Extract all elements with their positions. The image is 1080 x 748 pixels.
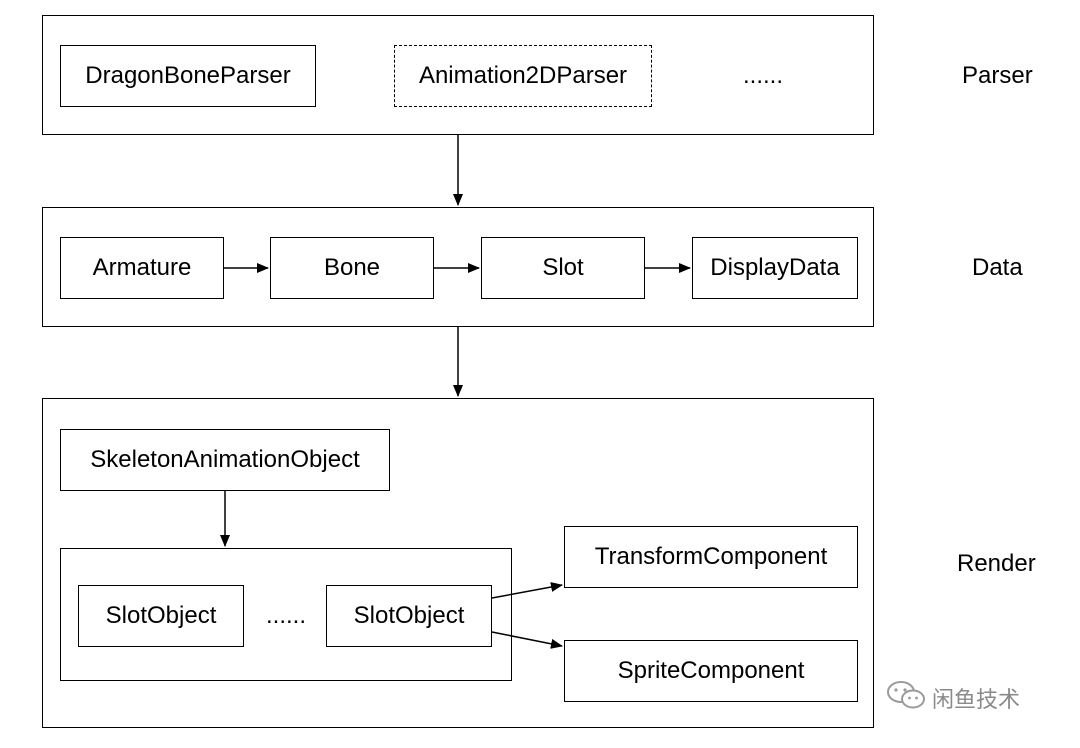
transform-component-box: TransformComponent [564,526,858,588]
dragon-bone-parser-box: DragonBoneParser [60,45,316,107]
render-layer-label: Render [957,550,1036,577]
watermark-text: 闲鱼技术 [932,687,1021,712]
data-layer-label: Data [972,254,1023,281]
sprite-component-box: SpriteComponent [564,640,858,702]
watermark: 闲鱼技术 [886,680,1020,716]
parser-layer-label: Parser [962,62,1033,89]
slot-object-box-1: SlotObject [78,585,244,647]
slot-object-box-2: SlotObject [326,585,492,647]
animation-2d-parser-box: Animation2DParser [394,45,652,107]
skeleton-animation-object-box: SkeletonAnimationObject [60,429,390,491]
display-data-box: DisplayData [692,237,858,299]
wechat-icon [886,680,926,716]
armature-box: Armature [60,237,224,299]
slot-object-ellipsis: ...... [265,602,306,629]
slot-box: Slot [481,237,645,299]
parser-ellipsis: ...... [742,62,783,89]
bone-box: Bone [270,237,434,299]
